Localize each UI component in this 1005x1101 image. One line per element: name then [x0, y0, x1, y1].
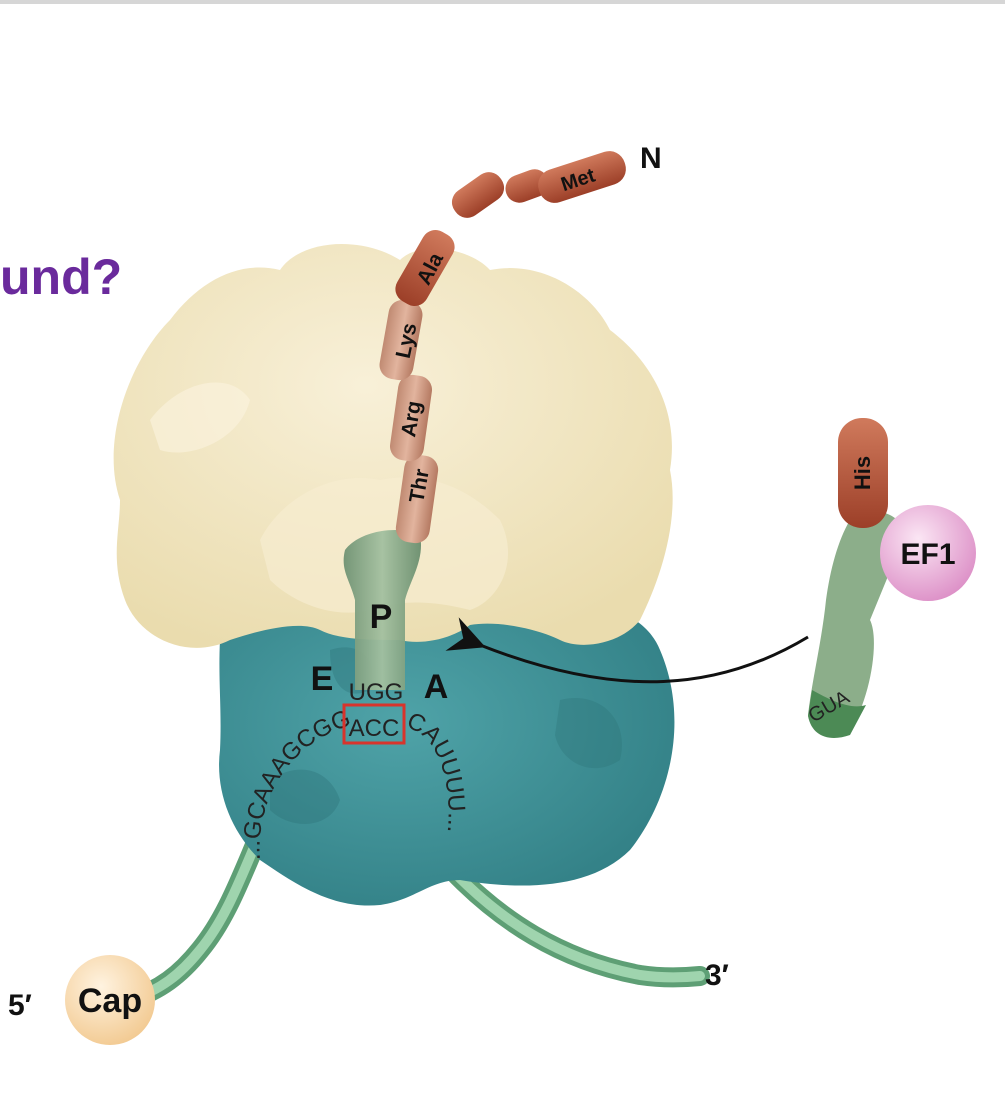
n-terminus-label: N: [640, 142, 662, 175]
e-site-label: E: [311, 660, 334, 698]
p-site-trna: [343, 530, 422, 690]
small-ribosomal-subunit: [218, 600, 675, 906]
codon-highlight-box: [342, 703, 406, 745]
mrna-5prime-strand: [120, 828, 268, 1010]
entry-arrow: [445, 617, 809, 684]
five-prime-label: 5′: [8, 989, 32, 1022]
incoming-trna-complex: [808, 418, 976, 738]
p-site-anticodon: UGG: [349, 679, 404, 706]
three-prime-label: 3′: [705, 959, 729, 992]
nascent-peptide: [379, 151, 626, 544]
p-site-label: P: [370, 598, 393, 636]
ef1-label: EF1: [900, 538, 955, 571]
ef1-factor: [880, 505, 976, 601]
codon-acc: ACC: [349, 715, 400, 742]
slide-title-fragment: und?: [0, 249, 123, 305]
five-prime-cap: [65, 955, 155, 1045]
cap-label: Cap: [78, 982, 142, 1020]
incoming-residue-his: His: [850, 456, 875, 490]
a-site-label: A: [424, 668, 449, 706]
top-rule: [0, 0, 1005, 4]
